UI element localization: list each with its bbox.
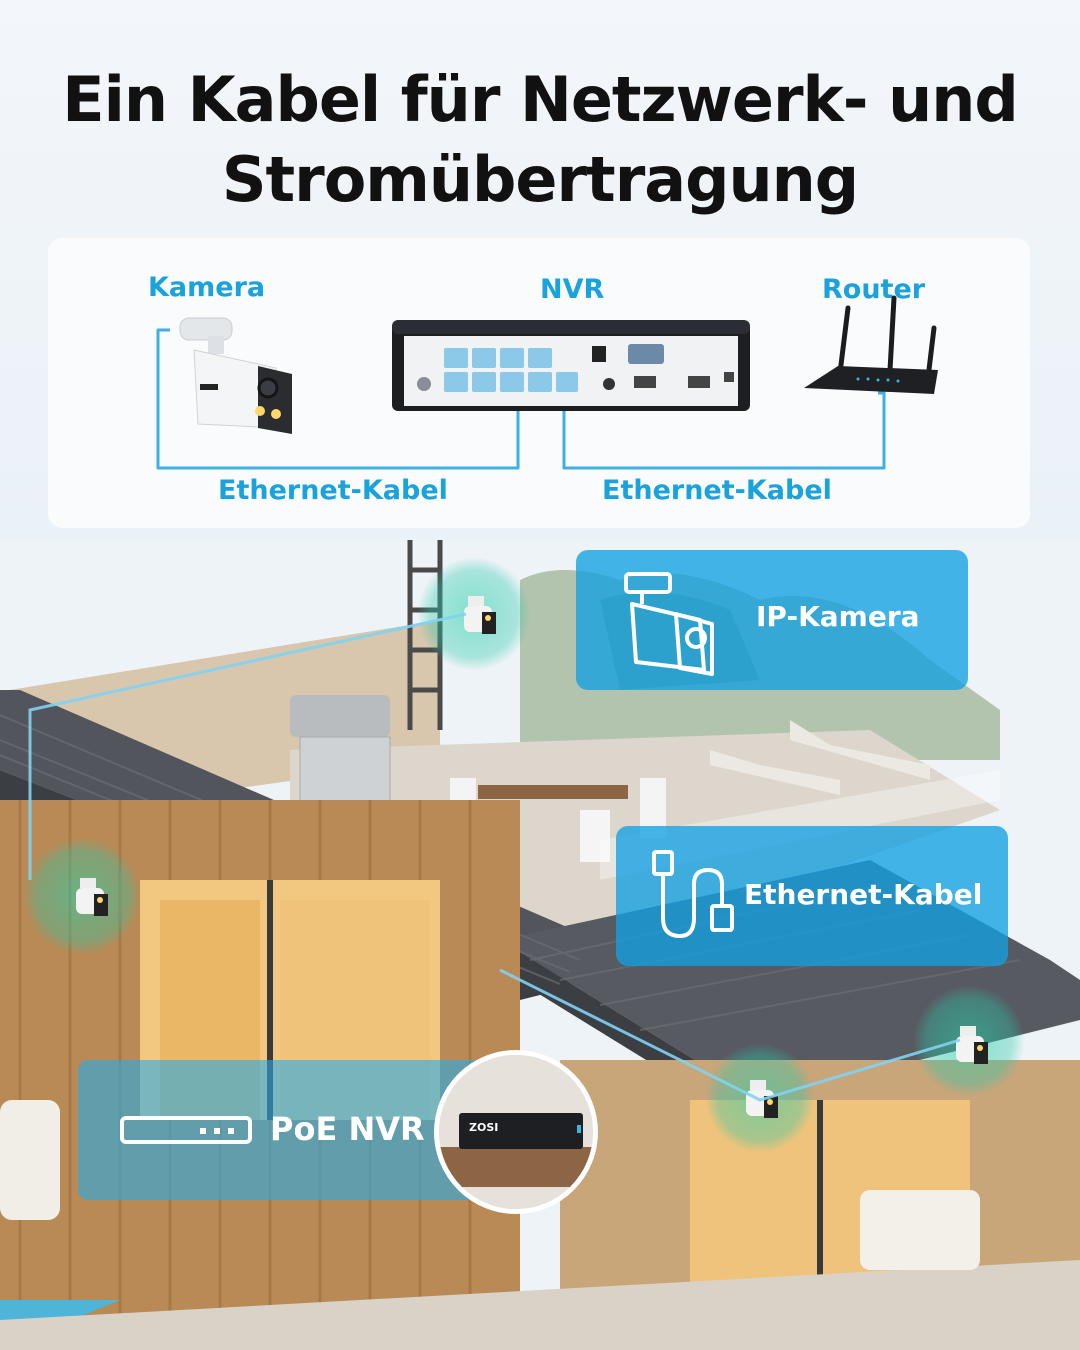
nvr-icon xyxy=(392,320,750,411)
headline: Ein Kabel für Netzwerk- und Stromübertra… xyxy=(0,60,1080,220)
callout-ip-camera: IP-Kamera xyxy=(576,550,968,690)
nvr-brand-text: ZOSI xyxy=(469,1121,499,1134)
house-scene: IP-Kamera Ethernet-Kabel PoE NVR xyxy=(0,540,1080,1350)
installed-cameras xyxy=(28,596,988,1118)
bullet-camera-icon xyxy=(464,596,496,634)
router-icon xyxy=(804,295,938,394)
callout-ethernet-cable-label: Ethernet-Kabel xyxy=(744,878,983,911)
poe-nvr-icon xyxy=(120,1116,252,1144)
bullet-camera-icon xyxy=(179,317,292,434)
nvr-closeup: ZOSI xyxy=(434,1050,598,1214)
bullet-camera-icon xyxy=(624,572,714,676)
cable-left-label: Ethernet-Kabel xyxy=(218,475,448,506)
ethernet-cable-icon xyxy=(652,850,734,938)
ethernet-cable-lines xyxy=(156,328,886,470)
router-label: Router xyxy=(822,274,926,305)
nvr-icon xyxy=(439,1055,593,1209)
diagram-drawing xyxy=(156,295,938,470)
headline-line-1: Ein Kabel für Netzwerk- und xyxy=(62,63,1019,136)
camera-label: Kamera xyxy=(148,272,266,303)
ethernet-cable-trace xyxy=(28,612,961,1102)
headline-line-2: Stromübertragung xyxy=(221,143,859,216)
cable-right-label: Ethernet-Kabel xyxy=(602,475,832,506)
callout-poe-nvr-label: PoE NVR xyxy=(270,1110,425,1148)
bullet-camera-icon xyxy=(76,878,108,916)
callout-ip-camera-label: IP-Kamera xyxy=(756,600,920,633)
callout-ethernet-cable: Ethernet-Kabel xyxy=(616,826,1008,966)
bullet-camera-icon xyxy=(956,1026,988,1064)
nvr-label: NVR xyxy=(540,274,605,305)
connection-diagram: Kamera NVR Router Ethernet-Kabel Etherne… xyxy=(48,238,1030,528)
